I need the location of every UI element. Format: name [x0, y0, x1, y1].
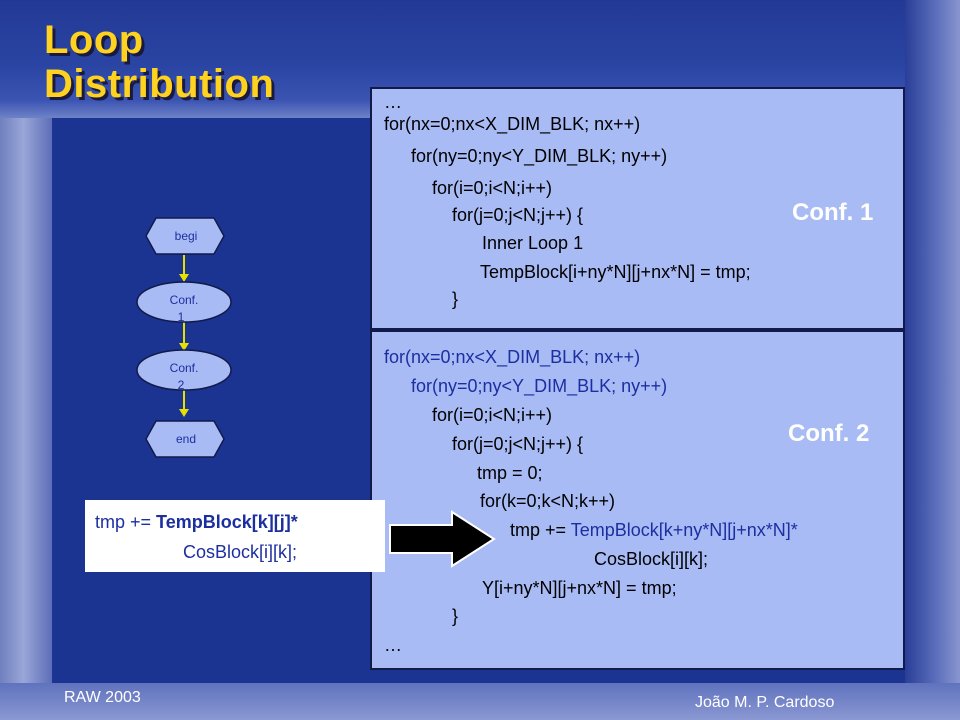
- callout-line-1: tmp += TempBlock[k][j]*: [95, 512, 298, 533]
- conf2-label: Conf. 2: [788, 420, 870, 447]
- flow-arrow: [179, 255, 189, 282]
- code-line: tmp = 0;: [477, 463, 543, 483]
- footer-left: RAW 2003: [64, 689, 141, 706]
- code-line: …: [384, 635, 402, 655]
- code-line: }: [452, 289, 459, 309]
- flow-conf2-node: [136, 349, 232, 391]
- code-line: …: [384, 92, 402, 112]
- flowchart: begi Conf. 1 Conf. 2 end: [136, 217, 232, 458]
- title-line-1: Loop: [44, 18, 144, 62]
- right-arrow-icon: [389, 510, 496, 568]
- flow-conf2-label: Conf.: [170, 361, 199, 375]
- code-line: CosBlock[i][k];: [594, 549, 709, 569]
- conf1-code-box: … for(nx=0;nx<X_DIM_BLK; nx++) for(ny=0;…: [370, 87, 905, 330]
- code-line: for(nx=0;nx<X_DIM_BLK; nx++): [384, 347, 641, 367]
- flow-conf1-label: Conf.: [170, 293, 199, 307]
- flow-begin-label: begi: [175, 229, 198, 243]
- left-band: [0, 0, 52, 720]
- conf1-label: Conf. 1: [792, 199, 874, 226]
- code-line: }: [452, 606, 459, 626]
- flow-begin-node: [145, 217, 225, 255]
- flow-end-label: end: [176, 432, 196, 446]
- right-band: [905, 0, 960, 720]
- flow-conf2-number: 2: [178, 378, 185, 392]
- code-line: for(nx=0;nx<X_DIM_BLK; nx++): [384, 114, 641, 134]
- code-line: for(i=0;i<N;i++): [432, 178, 553, 198]
- slide-title: Loop Distribution: [44, 18, 274, 106]
- callout-prefix: tmp +=: [95, 512, 157, 532]
- callout-box: tmp += TempBlock[k][j]* CosBlock[i][k];: [85, 500, 385, 572]
- code-line: tmp += TempBlock[k+ny*N][j+nx*N]*: [510, 519, 798, 541]
- callout-line-2: CosBlock[i][k];: [183, 542, 298, 562]
- flow-arrow: [179, 322, 189, 351]
- code-line: for(ny=0;ny<Y_DIM_BLK; ny++): [411, 146, 668, 166]
- flow-conf1-node: [136, 281, 232, 323]
- title-line-2: Distribution: [44, 62, 275, 106]
- code-line: for(ny=0;ny<Y_DIM_BLK; ny++): [411, 376, 668, 396]
- bottom-band: [0, 683, 960, 720]
- code-fragment: tmp +=: [510, 520, 571, 540]
- conf2-code-box: for(nx=0;nx<X_DIM_BLK; nx++) for(ny=0;ny…: [370, 330, 905, 670]
- code-line: for(j=0;j<N;j++) {: [452, 205, 584, 225]
- flow-conf1-number: 1: [178, 310, 185, 324]
- code-line: Y[i+ny*N][j+nx*N] = tmp;: [482, 578, 677, 598]
- code-line: Inner Loop 1: [482, 233, 584, 253]
- flow-end-node: [145, 420, 225, 458]
- footer-right: João M. P. Cardoso: [695, 694, 835, 711]
- code-line: for(i=0;i<N;i++): [432, 405, 553, 425]
- code-line: TempBlock[i+ny*N][j+nx*N] = tmp;: [480, 262, 751, 282]
- code-fragment: TempBlock[k+ny*N][j+nx*N]*: [570, 520, 798, 540]
- callout-bold: TempBlock[k][j]*: [156, 512, 298, 532]
- code-line: for(k=0;k<N;k++): [480, 491, 616, 511]
- code-line: for(j=0;j<N;j++) {: [452, 434, 584, 454]
- flow-arrow: [179, 390, 189, 417]
